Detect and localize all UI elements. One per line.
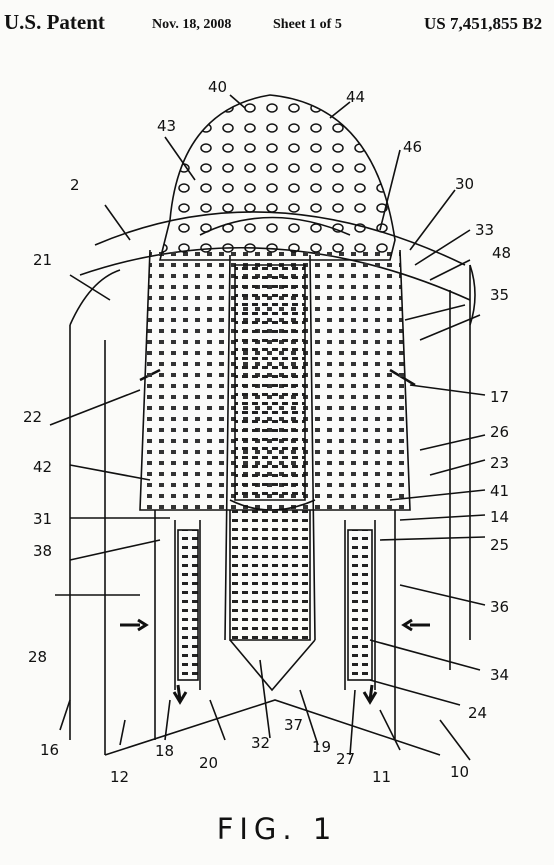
ref-27: 27 <box>336 750 355 768</box>
patent-number: US 7,451,855 B2 <box>424 14 543 33</box>
ref-36: 36 <box>490 598 509 616</box>
ref-16: 16 <box>40 741 59 759</box>
ref-48: 48 <box>492 244 511 262</box>
ref-43: 43 <box>157 117 176 135</box>
filter-illustration <box>49 94 486 761</box>
ref-18: 18 <box>155 742 174 760</box>
ref-40: 40 <box>208 78 227 96</box>
ref-34: 34 <box>490 666 509 684</box>
ref-33: 33 <box>475 221 494 239</box>
ref-2: 2 <box>70 176 80 194</box>
ref-12: 12 <box>110 768 129 786</box>
patent-drawing: 40 44 43 46 2 30 33 21 48 35 22 17 26 42… <box>23 78 511 786</box>
figure-caption: FIG. 1 <box>216 812 338 846</box>
ref-26: 26 <box>490 423 509 441</box>
ref-21: 21 <box>33 251 52 269</box>
ref-41: 41 <box>490 482 509 500</box>
ref-28: 28 <box>28 648 47 666</box>
ref-11: 11 <box>372 768 391 786</box>
ref-38: 38 <box>33 542 52 560</box>
ref-19: 19 <box>312 738 331 756</box>
ref-37: 37 <box>284 716 303 734</box>
ref-24: 24 <box>468 704 487 722</box>
ref-35: 35 <box>490 286 509 304</box>
ref-46: 46 <box>403 138 422 156</box>
sheet-number: Sheet 1 of 5 <box>273 17 342 32</box>
ref-14: 14 <box>490 508 509 526</box>
patent-header-title: U.S. Patent <box>4 10 105 34</box>
ref-42: 42 <box>33 458 52 476</box>
ref-22: 22 <box>23 408 42 426</box>
ref-25: 25 <box>490 536 509 554</box>
ref-20: 20 <box>199 754 218 772</box>
ref-17: 17 <box>490 388 509 406</box>
ref-31: 31 <box>33 510 52 528</box>
ref-10: 10 <box>450 763 469 781</box>
patent-date: Nov. 18, 2008 <box>152 17 232 32</box>
ref-44: 44 <box>346 88 365 106</box>
ref-30: 30 <box>455 175 474 193</box>
ref-23: 23 <box>490 454 509 472</box>
reference-numerals: 40 44 43 46 2 30 33 21 48 35 22 17 26 42… <box>23 78 511 786</box>
ref-32: 32 <box>251 734 270 752</box>
